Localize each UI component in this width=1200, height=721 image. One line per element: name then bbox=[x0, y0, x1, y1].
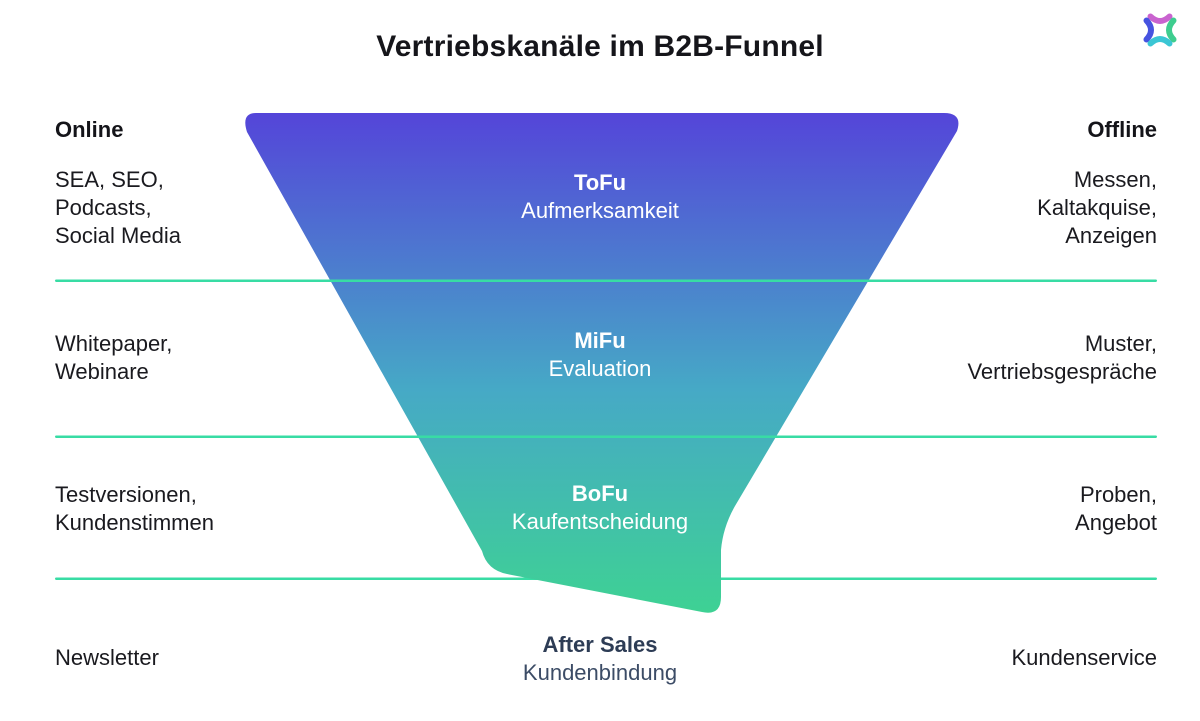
stage-subtitle: Kaufentscheidung bbox=[511, 509, 689, 534]
logo-left-chevron bbox=[1143, 17, 1154, 43]
offline-item-line: Muster, bbox=[1084, 331, 1157, 356]
stage-name: MiFu bbox=[574, 328, 626, 353]
stage-name: After Sales bbox=[542, 632, 658, 657]
logo-bottom-chevron bbox=[1147, 36, 1173, 47]
online-items-tofu: SEA, SEO, Podcasts, Social Media bbox=[55, 166, 181, 250]
online-item-line: Testversionen, bbox=[55, 482, 197, 507]
divider-line-1 bbox=[55, 279, 1157, 282]
offline-items-mifu: Muster, Vertriebsgespräche bbox=[967, 330, 1157, 386]
offline-items-bofu: Proben, Angebot bbox=[1075, 481, 1157, 537]
offline-item-line: Kaltakquise, bbox=[1037, 195, 1157, 220]
offline-column-header: Offline bbox=[1087, 117, 1157, 142]
stage-subtitle: Evaluation bbox=[548, 356, 652, 381]
page-title: Vertriebskanäle im B2B-Funnel bbox=[376, 30, 824, 63]
stage-subtitle: Aufmerksamkeit bbox=[521, 198, 679, 223]
online-item-line: Whitepaper, bbox=[55, 331, 173, 356]
funnel-shape bbox=[245, 113, 959, 613]
logo-top-chevron bbox=[1147, 13, 1173, 24]
online-item-line: Social Media bbox=[55, 223, 181, 248]
online-column-header: Online bbox=[55, 117, 124, 142]
offline-items-tofu: Messen, Kaltakquise, Anzeigen bbox=[1037, 166, 1157, 250]
stage-name: ToFu bbox=[573, 170, 627, 195]
offline-item-line: Anzeigen bbox=[1065, 223, 1157, 248]
stage-subtitle: Kundenbindung bbox=[522, 660, 678, 685]
offline-item-line: Angebot bbox=[1075, 510, 1157, 535]
online-items-mifu: Whitepaper, Webinare bbox=[55, 330, 172, 386]
funnel-stage-tofu-label: ToFu Aufmerksamkeit bbox=[400, 169, 800, 225]
online-item-line: Kundenstimmen bbox=[55, 510, 214, 535]
online-item-line: Podcasts, bbox=[55, 195, 152, 220]
offline-item-line: Proben, bbox=[1079, 482, 1157, 507]
logo-right-chevron bbox=[1166, 17, 1177, 43]
offline-items-aftersales: Kundenservice bbox=[1011, 644, 1157, 672]
online-items-aftersales: Newsletter bbox=[55, 644, 159, 672]
offline-item-line: Messen, bbox=[1073, 167, 1157, 192]
offline-item-line: Vertriebsgespräche bbox=[967, 359, 1157, 384]
online-item-line: Webinare bbox=[55, 359, 149, 384]
funnel-stage-mifu-label: MiFu Evaluation bbox=[400, 327, 800, 383]
divider-line-2 bbox=[55, 435, 1157, 438]
brand-logo-icon bbox=[1143, 13, 1177, 47]
funnel-stage-aftersales-label: After Sales Kundenbindung bbox=[400, 631, 800, 687]
offline-item-line: Kundenservice bbox=[1011, 645, 1157, 670]
online-items-bofu: Testversionen, Kundenstimmen bbox=[55, 481, 214, 537]
stage-name: BoFu bbox=[571, 481, 629, 506]
online-item-line: Newsletter bbox=[55, 645, 159, 670]
online-item-line: SEA, SEO, bbox=[55, 167, 164, 192]
funnel-stage-bofu-label: BoFu Kaufentscheidung bbox=[400, 480, 800, 536]
